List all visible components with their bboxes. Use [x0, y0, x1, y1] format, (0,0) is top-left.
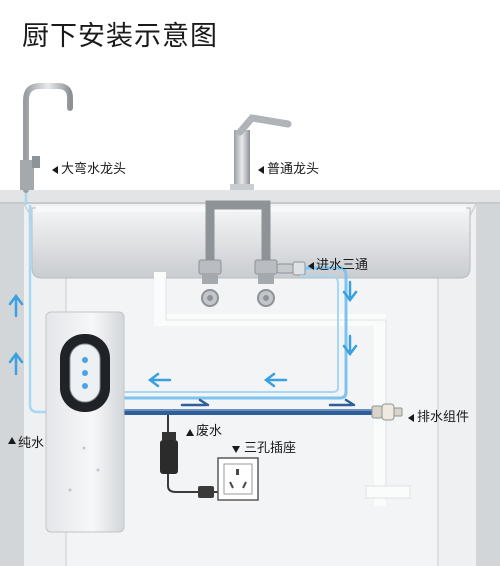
gooseneck-faucet [20, 83, 73, 193]
drain-assembly-fitting [371, 403, 403, 421]
marker-up-icon [186, 429, 194, 436]
marker-left-icon [408, 414, 414, 422]
flow-arrows [8, 280, 358, 407]
marker-left-icon [258, 166, 264, 174]
label-waste-water: 废水 [196, 424, 223, 439]
diagram-title: 厨下安装示意图 [22, 21, 218, 52]
water-purifier-unit [45, 311, 125, 533]
label-pure-water: 纯水 [18, 436, 45, 451]
marker-left-icon [52, 166, 58, 174]
waste-water-valve [160, 415, 232, 498]
waste-water-line [122, 409, 372, 415]
inlet-tee-fitting [276, 261, 306, 276]
marker-down-icon [232, 446, 240, 453]
label-three-hole-socket: 三孔插座 [244, 441, 297, 456]
water-lines [24, 190, 348, 414]
marker-up-icon [8, 437, 16, 444]
label-markers [8, 166, 414, 453]
label-drain-assembly: 排水组件 [417, 410, 470, 425]
faucet-supply-pipes [205, 200, 271, 267]
angle-valves [198, 259, 278, 307]
label-regular-faucet: 普通龙头 [267, 162, 320, 177]
sink-basin [31, 206, 471, 279]
marker-left-icon [308, 262, 314, 270]
label-gooseneck-faucet: 大弯水龙头 [61, 162, 127, 177]
three-hole-socket [217, 457, 259, 501]
regular-faucet [230, 114, 292, 190]
label-inlet-tee: 进水三通 [316, 258, 369, 273]
